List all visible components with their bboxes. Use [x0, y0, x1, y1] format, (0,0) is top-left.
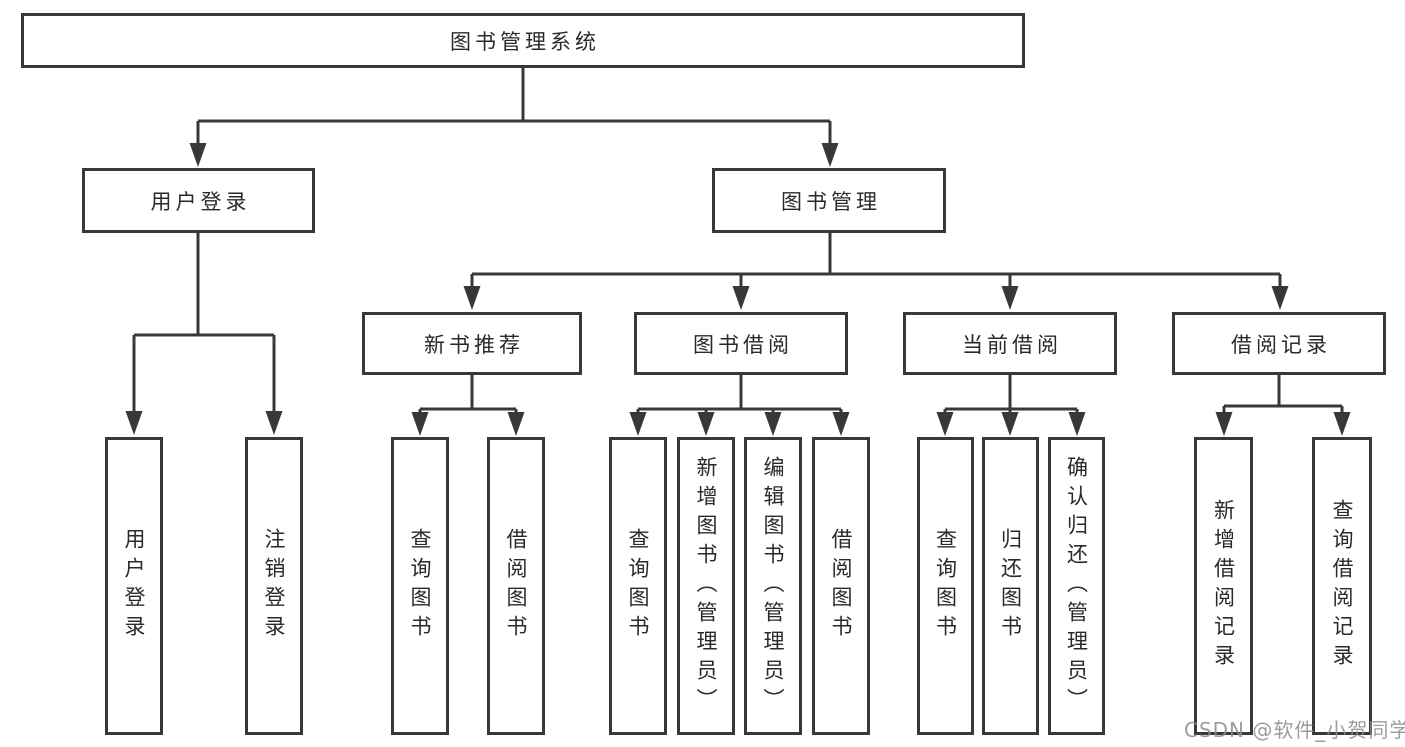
node-borrowing-records: 借阅记录 — [1172, 312, 1386, 375]
watermark: CSDN @软件_小贺同学 — [1184, 718, 1405, 742]
connector-root-to-level2 — [189, 68, 839, 167]
leaf-query-borrow-record: 查询借阅记录 — [1312, 437, 1372, 735]
leaf-borrow-books: 借阅图书 — [812, 437, 870, 735]
leaf-query-books-borrowing: 查询图书 — [609, 437, 667, 735]
leaf-add-borrow-record: 新增借阅记录 — [1194, 437, 1253, 735]
node-current-borrowing: 当前借阅 — [903, 312, 1117, 375]
leaf-query-books-recommend: 查询图书 — [391, 437, 449, 735]
leaf-edit-book-admin: 编辑图书（管理员） — [744, 437, 802, 735]
connector-new-book-recommendation-children — [411, 375, 525, 436]
node-label: 注销登录 — [262, 528, 287, 644]
leaf-query-books-current: 查询图书 — [917, 437, 974, 735]
node-label: 图书借阅 — [693, 332, 793, 357]
connector-book-borrowing-children — [629, 375, 850, 436]
node-label: 用户登录 — [122, 528, 147, 644]
node-user-login: 用户登录 — [82, 168, 315, 233]
node-label: 图书管理 — [781, 189, 881, 214]
node-label: 查询图书 — [626, 528, 651, 644]
leaf-confirm-return-admin: 确认归还（管理员） — [1048, 437, 1105, 735]
node-label: 借阅图书 — [504, 528, 529, 644]
node-label: 用户登录 — [150, 189, 251, 214]
node-label: 借阅记录 — [1231, 332, 1331, 357]
node-label: 确认归还（管理员） — [1064, 455, 1089, 717]
leaf-borrow-books-recommend: 借阅图书 — [487, 437, 545, 735]
node-new-book-recommendation: 新书推荐 — [362, 312, 582, 375]
connector-current-borrowing-children — [936, 375, 1086, 436]
connector-user-login-children — [125, 233, 283, 435]
leaf-add-book-admin: 新增图书（管理员） — [677, 437, 735, 735]
node-library-management-system: 图书管理系统 — [21, 13, 1025, 68]
node-label: 新书推荐 — [424, 332, 524, 357]
node-label: 查询图书 — [408, 528, 433, 644]
node-label: 图书管理系统 — [450, 29, 600, 54]
leaf-return-book: 归还图书 — [982, 437, 1039, 735]
connector-book-management-to-level3 — [463, 232, 1289, 310]
node-label: 借阅图书 — [829, 528, 854, 644]
node-label: 归还图书 — [998, 528, 1023, 644]
connector-borrowing-records-children — [1215, 375, 1351, 436]
node-book-management: 图书管理 — [712, 168, 946, 233]
node-label: 当前借阅 — [962, 332, 1062, 357]
node-label: 新增借阅记录 — [1211, 499, 1236, 673]
node-label: 编辑图书（管理员） — [761, 455, 786, 717]
leaf-user-login: 用户登录 — [105, 437, 163, 735]
node-book-borrowing: 图书借阅 — [634, 312, 848, 375]
node-label: 查询借阅记录 — [1330, 499, 1355, 673]
node-label: 查询图书 — [933, 528, 958, 644]
leaf-logout: 注销登录 — [245, 437, 303, 735]
node-label: 新增图书（管理员） — [694, 455, 719, 717]
